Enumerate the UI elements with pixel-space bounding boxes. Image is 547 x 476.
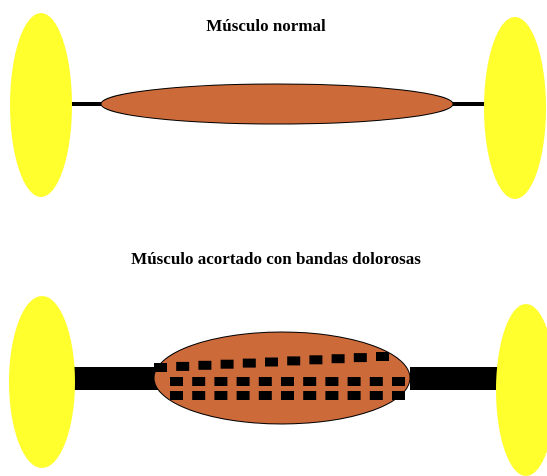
normal-muscle-belly (101, 84, 453, 124)
band-square (392, 391, 405, 400)
band-square (287, 356, 300, 365)
band-square (192, 377, 205, 386)
band-square (243, 359, 256, 368)
band-square (370, 377, 383, 386)
shortened-muscle-title: Músculo acortado con bandas dolorosas (131, 249, 421, 268)
band-square (303, 377, 316, 386)
band-square (281, 377, 294, 386)
band-square (192, 391, 205, 400)
band-square (303, 391, 316, 400)
band-square (332, 354, 345, 363)
band-square (214, 377, 227, 386)
normal-bone-left (10, 13, 72, 197)
band-square (370, 391, 383, 400)
band-square (265, 358, 278, 367)
normal-bone-right (484, 17, 546, 199)
band-square (237, 391, 250, 400)
band-square (170, 391, 183, 400)
band-square (348, 377, 361, 386)
band-square (259, 377, 272, 386)
band-square (176, 362, 189, 371)
band-square (392, 377, 405, 386)
band-square (198, 361, 211, 370)
shortened-bone-right (496, 304, 547, 476)
shortened-bone-left (9, 296, 75, 468)
band-square (281, 391, 294, 400)
band-square (237, 377, 250, 386)
band-square (354, 353, 367, 362)
shortened-tendon-right (410, 367, 500, 390)
band-square (154, 363, 167, 372)
band-square (170, 377, 183, 386)
band-square (348, 391, 361, 400)
normal-muscle-title: Músculo normal (206, 16, 326, 35)
band-square (214, 391, 227, 400)
band-square (376, 352, 389, 361)
shortened-tendon-left (68, 367, 160, 390)
band-square (325, 391, 338, 400)
band-square (325, 377, 338, 386)
band-square (309, 355, 322, 364)
band-square (221, 360, 234, 369)
band-square (259, 391, 272, 400)
